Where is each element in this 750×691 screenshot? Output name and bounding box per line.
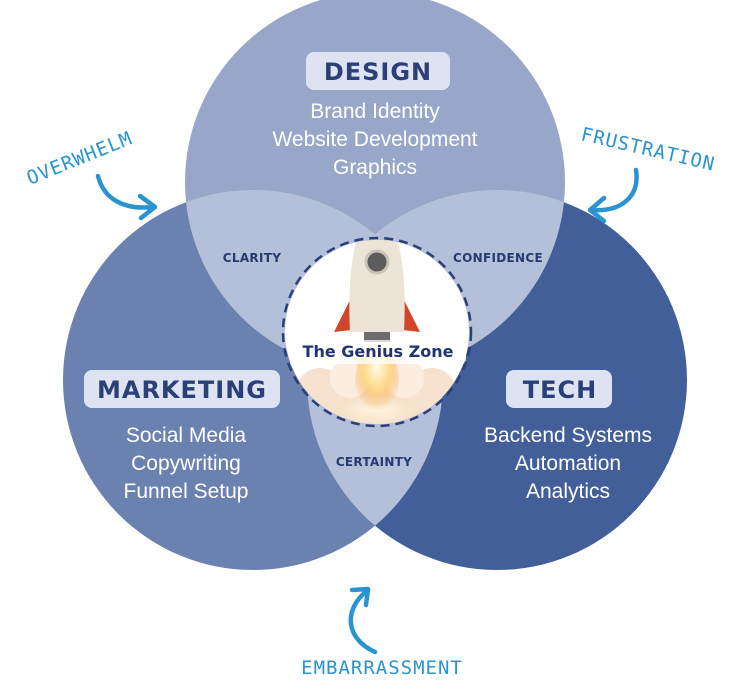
tech-title: TECH — [523, 376, 597, 404]
pain-point-overwhelm: OVERWHELM — [24, 127, 136, 189]
tech-item-3: Analytics — [526, 480, 610, 503]
design-item-1: Brand Identity — [310, 100, 440, 123]
arrow-frustration-icon — [587, 167, 639, 224]
genius-zone-label-bg — [290, 340, 466, 364]
arrow-embarrassment-icon — [348, 586, 378, 655]
marketing-item-2: Copywriting — [131, 452, 241, 475]
genius-zone: The Genius Zone — [281, 236, 473, 428]
design-item-2: Website Development — [272, 128, 477, 151]
design-title-box — [306, 52, 450, 90]
marketing-title-box — [84, 370, 280, 408]
tech-item-2: Automation — [515, 452, 621, 475]
marketing-title: MARKETING — [97, 376, 267, 404]
overlap-label-confidence: CONFIDENCE — [453, 251, 543, 265]
arrow-overwhelm-icon — [95, 173, 158, 221]
tech-item-1: Backend Systems — [484, 424, 652, 447]
tech-title-box — [506, 370, 612, 408]
pain-point-frustration: FRUSTRATION — [579, 123, 717, 175]
rocket-image — [287, 240, 467, 424]
design-item-3: Graphics — [333, 156, 417, 179]
overlap-label-clarity: CLARITY — [223, 251, 281, 265]
overlap-label-certainty: CERTAINTY — [336, 455, 412, 469]
marketing-item-1: Social Media — [126, 424, 247, 447]
pain-point-embarrassment: EMBARRASSMENT — [301, 657, 463, 679]
genius-zone-label: The Genius Zone — [303, 342, 454, 361]
marketing-item-3: Funnel Setup — [124, 480, 249, 503]
design-title: DESIGN — [324, 58, 432, 86]
